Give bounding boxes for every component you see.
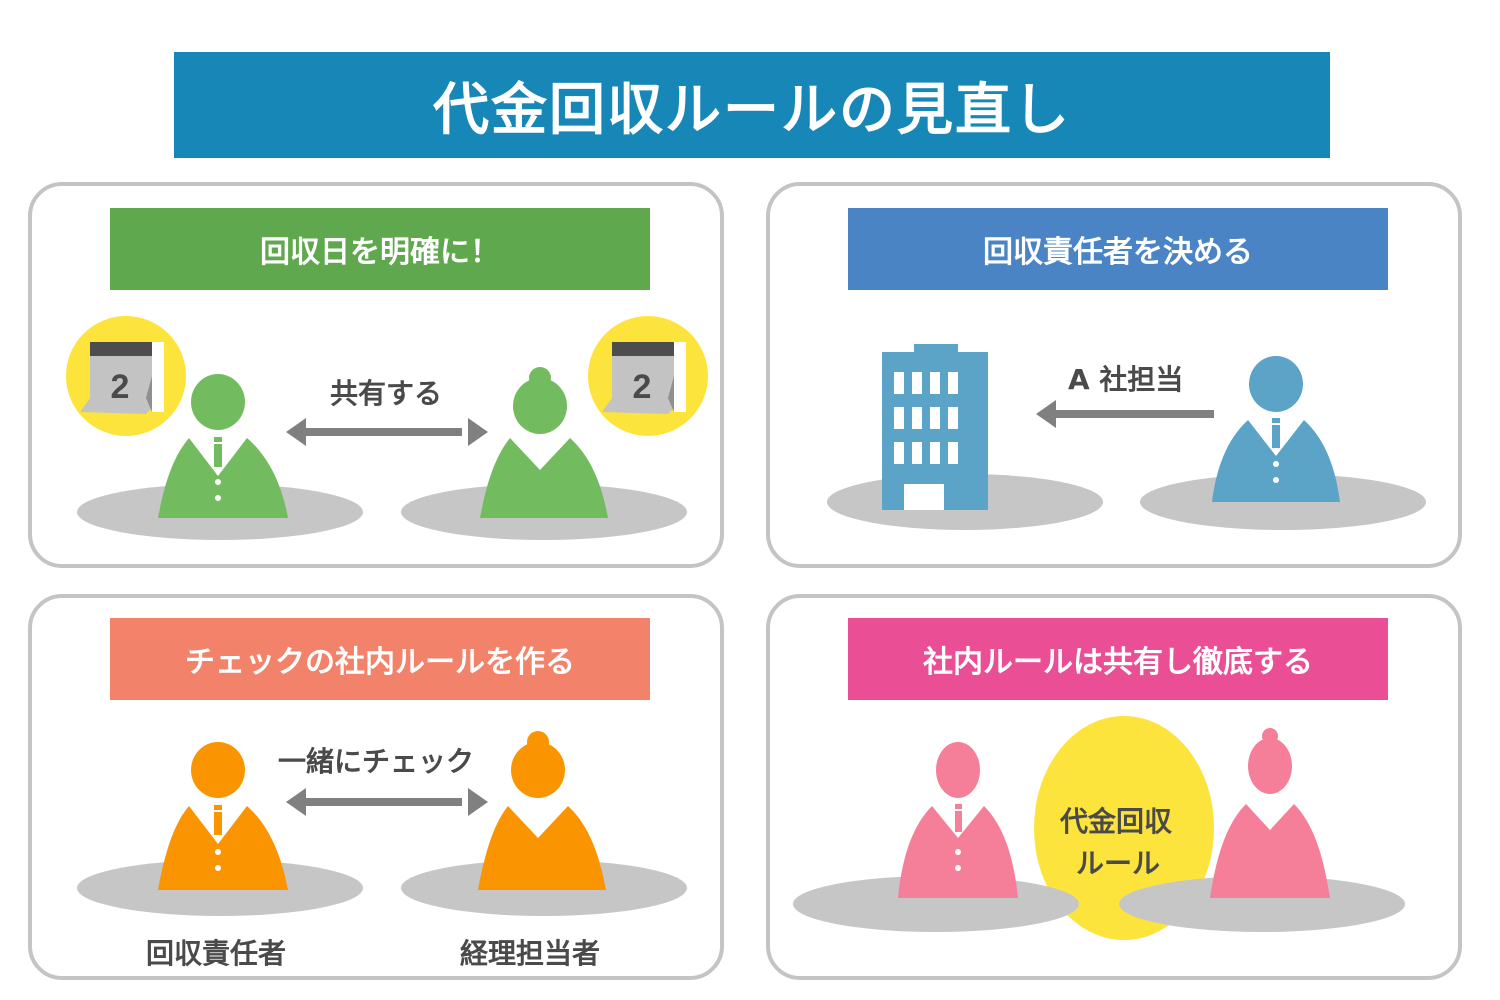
- panel-collection-owner: 回収責任者を決める: [766, 182, 1462, 568]
- arrow-label: 一緒にチェック: [278, 745, 475, 778]
- double-arrow-icon: [286, 788, 488, 816]
- svg-text:2: 2: [633, 368, 652, 406]
- caption-collection-owner: 回収責任者: [146, 937, 287, 970]
- panel-heading: 回収責任者を決める: [848, 208, 1388, 290]
- man-icon: [158, 374, 288, 518]
- center-label-line1: 代金回収: [1060, 805, 1173, 838]
- left-arrow-icon: [1036, 400, 1214, 428]
- man-icon: [898, 742, 1018, 898]
- panel-collection-date: 回収日を明確に！ 2 2: [28, 182, 724, 568]
- page-title: 代金回収ルールの見直し: [433, 77, 1071, 143]
- center-label-line2: ルール: [1076, 847, 1161, 880]
- panel-heading: 回収日を明確に！: [110, 208, 650, 290]
- floor-shadow: [1119, 876, 1405, 932]
- calendar-icon: 2: [66, 316, 186, 436]
- woman-icon: [478, 731, 606, 890]
- woman-icon: [1210, 728, 1330, 898]
- title-banner: 代金回収ルールの見直し: [174, 52, 1330, 158]
- woman-icon: [480, 367, 608, 518]
- panel-heading: チェックの社内ルールを作る: [110, 618, 650, 700]
- svg-text:2: 2: [111, 368, 130, 406]
- arrow-label: A 社担当: [1068, 363, 1184, 396]
- panel-heading: 社内ルールは共有し徹底する: [848, 618, 1388, 700]
- panel-share-rules: 社内ルールは共有し徹底する 代金回収 ルール: [766, 594, 1462, 980]
- calendar-icon: 2: [588, 316, 708, 436]
- arrow-label: 共有する: [330, 377, 443, 410]
- caption-accounting-staff: 経理担当者: [460, 937, 601, 970]
- double-arrow-icon: [286, 418, 488, 446]
- building-icon: [882, 344, 988, 510]
- man-icon: [158, 742, 288, 890]
- man-icon: [1212, 356, 1340, 502]
- panel-check-rules: チェックの社内ルールを作る: [28, 594, 724, 980]
